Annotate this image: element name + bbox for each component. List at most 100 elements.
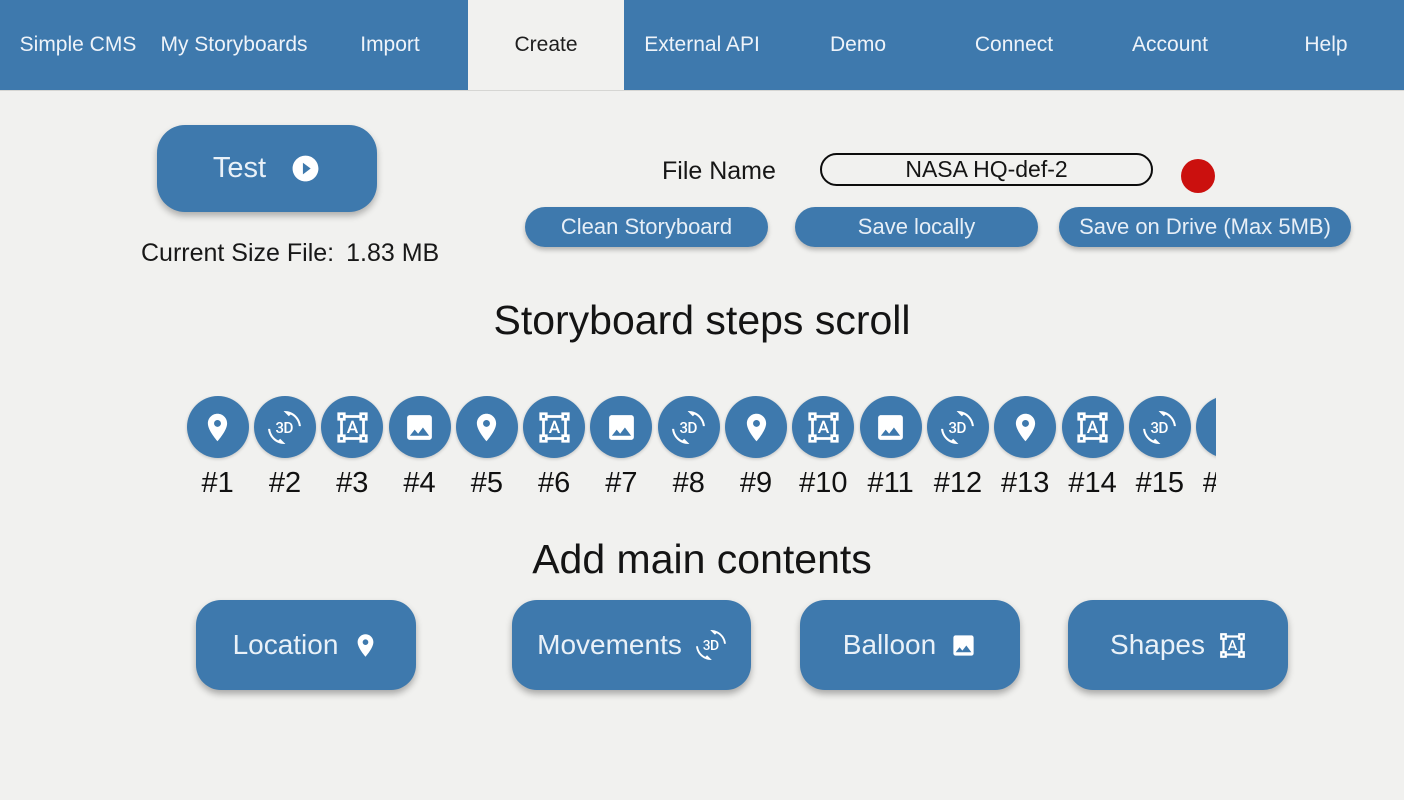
- step-label: #2: [268, 467, 302, 499]
- save-on-drive-label: Save on Drive (Max 5MB): [1079, 214, 1331, 239]
- current-size-label: Current Size File:: [141, 239, 335, 267]
- storyboard-step-14[interactable]: #14: [1059, 396, 1126, 501]
- step-circle[interactable]: [253, 396, 316, 458]
- test-button[interactable]: Test: [157, 125, 377, 212]
- storyboard-step-4[interactable]: #4: [386, 396, 453, 501]
- step-circle[interactable]: [321, 396, 384, 458]
- shapes-button[interactable]: Shapes: [1068, 600, 1288, 690]
- storyboard-step-11[interactable]: #11: [857, 396, 924, 501]
- location-pin-icon: [352, 632, 379, 659]
- storyboard-step-15[interactable]: #15: [1126, 396, 1193, 501]
- nav-item-help[interactable]: Help: [1304, 33, 1348, 56]
- test-button-label: Test: [212, 152, 267, 184]
- file-name-label: File Name: [662, 157, 776, 185]
- nav-item-demo[interactable]: Demo: [829, 33, 887, 56]
- image-icon: [403, 411, 436, 444]
- top-nav: Simple CMS My Storyboards Import Create …: [0, 0, 1404, 91]
- storyboard-step-1[interactable]: #1: [184, 396, 251, 501]
- shapes-icon: [1219, 632, 1246, 659]
- image-icon: [950, 632, 977, 659]
- step-label: #4: [403, 467, 436, 499]
- step-circle[interactable]: [186, 396, 249, 458]
- step-label: #12: [933, 467, 983, 499]
- storyboard-steps-scroll[interactable]: #1 #2 #3 #4 #5 #6 #7 #8 #9 #10 #11 #12 #13 #14 #15 #16: [184, 396, 1216, 501]
- nav-item-external-api[interactable]: External API: [644, 33, 760, 56]
- step-circle[interactable]: [1196, 396, 1216, 458]
- storyboard-step-2[interactable]: #2: [251, 396, 318, 501]
- clean-storyboard-label: Clean Storyboard: [560, 214, 733, 239]
- storyboard-step-7[interactable]: #7: [588, 396, 655, 501]
- balloon-button[interactable]: Balloon: [800, 600, 1020, 690]
- step-label: #5: [470, 467, 503, 499]
- save-locally-button[interactable]: Save locally: [795, 207, 1038, 247]
- step-circle[interactable]: [590, 396, 653, 458]
- current-size-file: Current Size File: 1.83 MB: [141, 239, 441, 268]
- nav-item-account[interactable]: Account: [1132, 33, 1208, 56]
- step-label: #6: [538, 467, 571, 499]
- location-button[interactable]: Location: [196, 600, 416, 690]
- 3d-rotation-icon: [1143, 411, 1176, 444]
- location-pin-icon: [201, 411, 234, 444]
- save-on-drive-button[interactable]: Save on Drive (Max 5MB): [1059, 207, 1351, 247]
- step-label: #14: [1068, 467, 1117, 499]
- step-circle[interactable]: [792, 396, 855, 458]
- shapes-icon: [336, 411, 369, 444]
- storyboard-step-13[interactable]: #13: [992, 396, 1059, 501]
- nav-item-import[interactable]: Import: [360, 33, 420, 56]
- location-pin-icon: [470, 411, 503, 444]
- storyboard-step-8[interactable]: #8: [655, 396, 722, 501]
- image-icon: [605, 411, 638, 444]
- step-circle[interactable]: [994, 396, 1057, 458]
- storyboard-step-10[interactable]: #10: [790, 396, 857, 501]
- movements-button[interactable]: Movements: [512, 600, 751, 690]
- nav-item-simple-cms[interactable]: Simple CMS: [19, 33, 137, 56]
- step-label: #16: [1203, 467, 1216, 500]
- 3d-rotation-icon: [672, 411, 705, 444]
- storyboard-step-9[interactable]: #9: [722, 396, 789, 501]
- step-circle[interactable]: [926, 396, 989, 458]
- location-pin-icon: [740, 411, 773, 444]
- 3d-rotation-icon: [696, 630, 726, 660]
- shapes-button-label: Shapes: [1110, 629, 1205, 660]
- balloon-button-label: Balloon: [842, 629, 937, 660]
- storyboard-step-16[interactable]: #16: [1193, 396, 1216, 501]
- step-label: #9: [739, 467, 773, 499]
- step-circle[interactable]: [657, 396, 720, 458]
- storyboard-step-5[interactable]: #5: [453, 396, 520, 501]
- location-pin-icon: [1211, 411, 1216, 444]
- step-circle[interactable]: [388, 396, 451, 458]
- step-label: #7: [605, 467, 638, 499]
- save-locally-label: Save locally: [857, 214, 976, 239]
- play-circle-icon: [290, 153, 321, 184]
- shapes-icon: [538, 411, 571, 444]
- location-pin-icon: [1009, 411, 1042, 444]
- step-circle[interactable]: [523, 396, 586, 458]
- step-circle[interactable]: [455, 396, 518, 458]
- step-circle[interactable]: [1128, 396, 1191, 458]
- step-label: #13: [1001, 467, 1050, 499]
- recording-status-dot: [1181, 159, 1215, 193]
- file-name-input[interactable]: [820, 153, 1153, 186]
- image-icon: [874, 411, 907, 444]
- shapes-icon: [1076, 411, 1109, 444]
- nav-item-connect[interactable]: Connect: [974, 33, 1054, 56]
- step-circle[interactable]: [1061, 396, 1124, 458]
- current-size-value: 1.83 MB: [346, 239, 440, 267]
- storyboard-step-3[interactable]: #3: [319, 396, 386, 501]
- movements-button-label: Movements: [537, 629, 682, 660]
- step-label: #1: [201, 467, 234, 499]
- step-circle[interactable]: [725, 396, 788, 458]
- step-label: #11: [867, 467, 914, 499]
- clean-storyboard-button[interactable]: Clean Storyboard: [525, 207, 768, 247]
- step-label: #15: [1135, 467, 1184, 499]
- nav-item-my-storyboards[interactable]: My Storyboards: [160, 33, 308, 56]
- storyboard-step-6[interactable]: #6: [520, 396, 587, 501]
- 3d-rotation-icon: [268, 411, 301, 444]
- step-label: #8: [672, 467, 705, 499]
- step-circle[interactable]: [859, 396, 922, 458]
- nav-item-create[interactable]: Create: [468, 0, 624, 90]
- add-main-contents-title: Add main contents: [532, 536, 872, 582]
- storyboard-step-12[interactable]: #12: [924, 396, 991, 501]
- step-label: #3: [336, 467, 369, 499]
- location-button-label: Location: [232, 629, 339, 660]
